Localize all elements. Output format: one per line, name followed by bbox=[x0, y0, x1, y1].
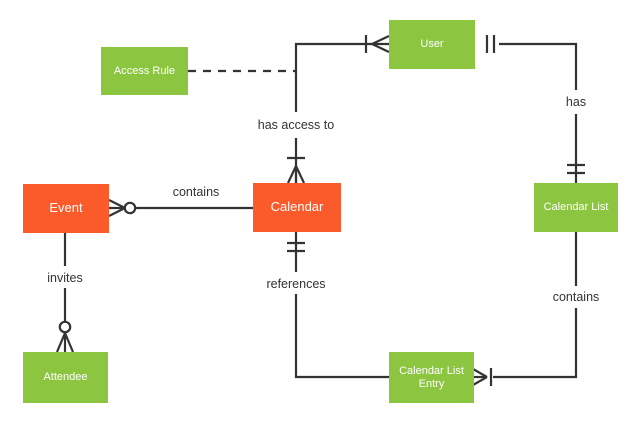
marker-one-and-only-one-calendarlist-top bbox=[567, 163, 585, 175]
entity-label: Event bbox=[49, 200, 83, 216]
marker-crowsfoot-attendee bbox=[55, 332, 75, 353]
entity-event[interactable]: Event bbox=[23, 184, 109, 233]
marker-one-and-only-one-calendar-bottom bbox=[287, 241, 305, 253]
relationship-label-contains-calendar-list: contains bbox=[552, 290, 600, 304]
marker-zero-or-many-circle-attendee bbox=[58, 320, 72, 334]
link-user-calendar-top bbox=[294, 42, 372, 112]
entity-label: Attendee bbox=[43, 371, 88, 384]
marker-one-and-only-one-user-right bbox=[485, 35, 496, 53]
entity-access-rule[interactable]: Access Rule bbox=[101, 47, 188, 95]
entity-label: Calendar List bbox=[543, 201, 609, 214]
marker-crowsfoot-calendar-top bbox=[287, 165, 305, 184]
relationship-label-contains-event-calendar: contains bbox=[172, 185, 220, 199]
entity-user[interactable]: User bbox=[389, 20, 475, 69]
link-user-calendarlist-top bbox=[499, 42, 578, 90]
link-calendarlist-entry-bottom bbox=[493, 308, 578, 379]
entity-label: Access Rule bbox=[113, 64, 176, 77]
entity-calendar-list[interactable]: Calendar List bbox=[534, 183, 618, 232]
marker-crowsfoot-user-left bbox=[371, 35, 390, 53]
marker-crowsfoot-entry-right bbox=[472, 368, 488, 386]
link-calendar-entry-bottom bbox=[294, 294, 389, 379]
relationship-label-has-access-to: has access to bbox=[257, 118, 335, 132]
marker-crowsfoot-event bbox=[108, 199, 126, 217]
relationship-label-invites: invites bbox=[47, 271, 83, 285]
entity-attendee[interactable]: Attendee bbox=[23, 352, 108, 403]
relationship-label-references: references bbox=[266, 277, 326, 291]
entity-label: Calendar bbox=[270, 199, 324, 215]
relationship-label-has: has bbox=[565, 95, 587, 109]
entity-calendar[interactable]: Calendar bbox=[253, 183, 341, 232]
entity-label: User bbox=[420, 38, 444, 51]
marker-zero-or-many-circle-event bbox=[123, 201, 137, 215]
